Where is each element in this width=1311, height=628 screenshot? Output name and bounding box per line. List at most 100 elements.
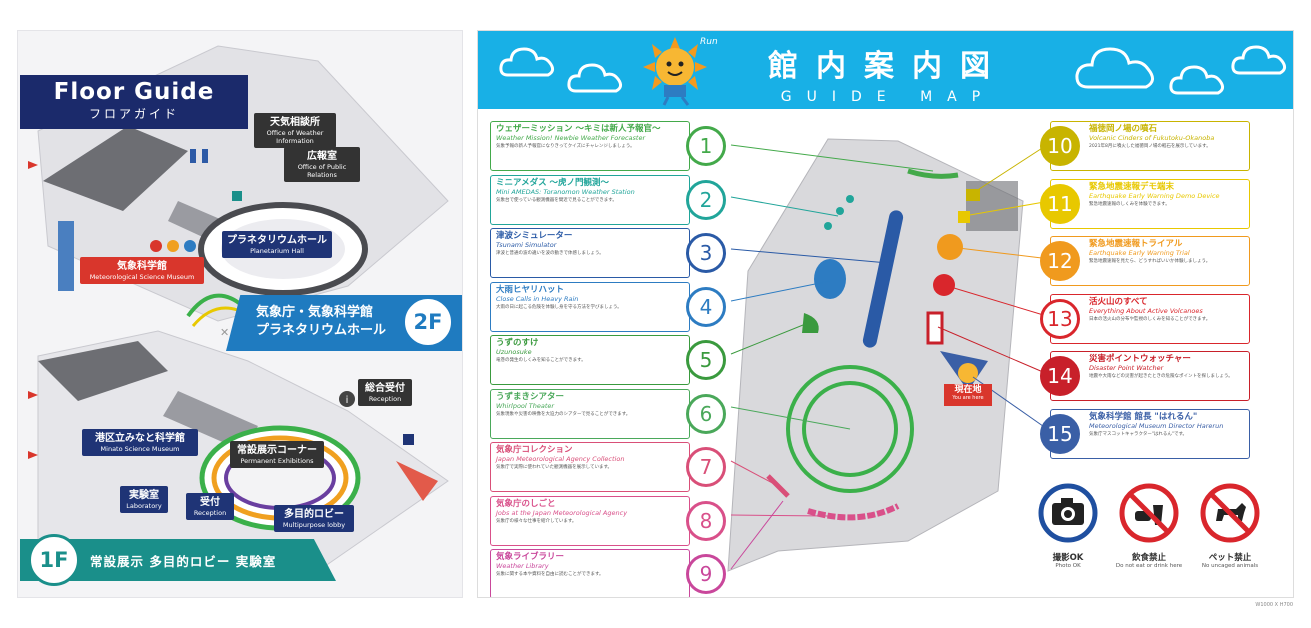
leader-line-9 (730, 500, 784, 570)
label-minato-museum: 港区立みなと科学館 Minato Science Museum (82, 429, 198, 456)
photo-ok-caption: 撮影OK (1052, 553, 1084, 563)
exhibit-number-badge: 9 (686, 554, 726, 594)
museum-floor-map (727, 138, 1051, 572)
exhibit-number-badge: 6 (686, 393, 726, 434)
exhibit-ring-2f (186, 293, 245, 318)
exhibit-subtitle: Jobs at the Japan Meteorological Agency (496, 508, 628, 517)
you-are-here-marker: 現在地 You are here (944, 384, 992, 406)
exhibit-2-marker-b (836, 207, 844, 215)
exhibit-5-marker (802, 313, 819, 333)
exhibit-number-badge: 2 (686, 179, 726, 220)
exhibit-dot-blue (184, 240, 196, 252)
exhibit-subtitle: Weather Mission! Newbie Weather Forecast… (496, 134, 646, 142)
science-museum-en: Meteorological Science Museum (89, 273, 195, 281)
permanent-exhibitions-en: Permanent Exhibitions (240, 457, 314, 465)
exhibit-title: 福徳岡ノ場の噴石 (1089, 124, 1158, 134)
exhibit-description: 津波と普通の波の違いを波の動きで体感しましょう。 (496, 251, 604, 256)
multipurpose-lobby-en: Multipurpose lobby (282, 521, 346, 529)
floor-2f-line1: 気象庁・気象科学館 (256, 305, 374, 320)
exhibit-number-badge: 11 (1040, 183, 1080, 224)
exhibit-number-badge: 8 (686, 500, 726, 541)
blue-column (58, 221, 74, 291)
exhibit-subtitle: Weather Library (496, 562, 549, 570)
laboratory-jp: 実験室 (129, 490, 159, 501)
exhibit-subtitle: Everything About Active Volcanoes (1089, 306, 1203, 315)
exhibit-title: 気象庁コレクション (496, 445, 573, 455)
exhibit-number-badge: 14 (1040, 356, 1080, 396)
exhibit-description: 気象庁マスコットキャラクター"はれるん"です。 (1089, 431, 1188, 437)
leader-line-14 (937, 326, 1051, 376)
exhibit-card: 気象科学館 館長 "はれるん"Meteorological Museum Dir… (1050, 408, 1250, 459)
exhibit-title: 災害ポイントウォッチャー (1089, 354, 1191, 364)
restroom-icon (190, 149, 208, 163)
map-side-column (966, 181, 1018, 231)
elevator-icon-2f (232, 191, 242, 201)
floor-2f-dark-area (43, 126, 188, 211)
exhibit-title: 大雨ヒヤリハット (496, 284, 565, 295)
guide-map-title-jp: 館内案内図 (768, 49, 1008, 84)
camera-icon (1038, 483, 1098, 543)
pictogram-no-pets: ペット禁止 No uncaged animals (1195, 483, 1265, 569)
reception-main-en: Reception (368, 395, 402, 403)
exhibit-description: 緊急地震速報を見たら、どうすればいいか体験しましょう。 (1089, 259, 1211, 264)
size-note: W1000 X H700 (1255, 602, 1293, 608)
science-museum-jp: 気象科学館 (117, 261, 167, 272)
cloud-icon (1169, 65, 1225, 95)
exhibit-title: 気象ライブラリー (496, 552, 565, 562)
floor-guide-title-jp: フロアガイド (88, 107, 179, 121)
no-food-caption: 飲食禁止 (1131, 553, 1166, 563)
exhibit-description: 気象現象や災害の映像を大迫力のシアターで見ることができます。 (496, 411, 631, 417)
exhibit-subtitle: Earthquake Early Warning Trial (1089, 249, 1190, 257)
exhibit-11-marker (958, 211, 970, 223)
multipurpose-lobby-jp: 多目的ロビー (284, 509, 344, 520)
sun-mascot-icon (643, 37, 707, 106)
exhibit-10-marker (966, 189, 980, 201)
floor-2f-line2: プラネタリウムホール (256, 323, 387, 338)
exhibit-description: 気象台で使っている観測機器を間近で見ることができます。 (496, 197, 617, 203)
floor-1f-label: 常設展示 多目的ロビー 実験室 (90, 554, 277, 569)
exhibit-item-15: 気象科学館 館長 "はれるん"Meteorological Museum Dir… (1040, 408, 1270, 459)
label-reception-main: 総合受付 Reception (358, 379, 412, 406)
exhibit-card: ウェザーミッション 〜キミは新人予報官〜Weather Mission! New… (490, 121, 690, 171)
exhibit-number-badge: 1 (686, 126, 726, 166)
label-permanent-exhibitions: 常設展示コーナー Permanent Exhibitions (230, 441, 324, 468)
photo-ok-caption-en: Photo OK (1055, 563, 1081, 569)
exhibit-title: うずのすけ (496, 338, 539, 348)
exhibit-description: 気象庁の様々な仕事を紹介しています。 (496, 518, 577, 524)
no-pets-caption-en: No uncaged animals (1201, 563, 1259, 569)
exhibit-description: 緊急地震速報のしくみを体験できます。 (1089, 201, 1170, 207)
leader-line-13 (943, 284, 1051, 318)
leader-line-10 (972, 142, 1051, 194)
cloud-icon (499, 47, 555, 77)
exhibit-title: ウェザーミッション 〜キミは新人予報官〜 (496, 124, 661, 134)
exhibit-2-marker-c (846, 195, 854, 203)
floor-guide-title: Floor Guide フロアガイド (20, 75, 248, 129)
cloud-icon (567, 63, 623, 93)
exhibit-title: 津波シミュレーター (496, 231, 573, 241)
sun-mascot-text: Run (700, 37, 718, 47)
office-weather-info-en: Office of Weather Information (266, 129, 324, 145)
floor-1f-badge: 1F (28, 534, 80, 586)
no-food-icon (1119, 483, 1179, 543)
label-reception: 受付 Reception (186, 493, 234, 520)
exhibit-1-marker (907, 168, 959, 179)
leader-line-2 (730, 196, 839, 217)
exhibit-description: 気象に関する本や資料を自由に読むことができます。 (496, 572, 604, 577)
entrance-arrow (396, 461, 438, 501)
no-food-caption-en: Do not eat or drink here (1115, 563, 1183, 569)
label-public-relations: 広報室 Office of Public Relations (284, 147, 360, 182)
exhibit-4-marker (814, 259, 846, 299)
minato-museum-en: Minato Science Museum (100, 445, 180, 453)
leader-line-8 (730, 514, 829, 517)
